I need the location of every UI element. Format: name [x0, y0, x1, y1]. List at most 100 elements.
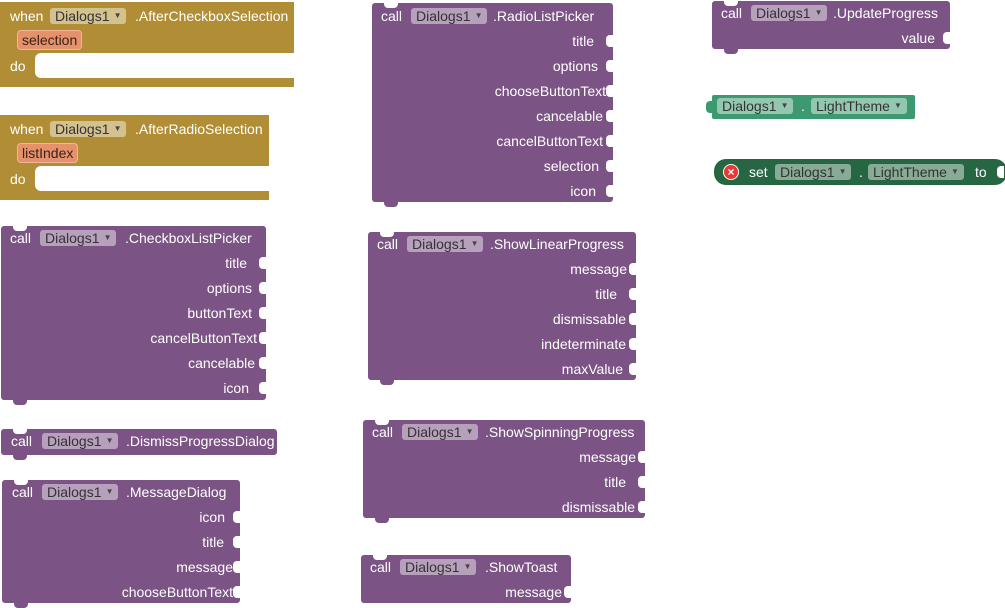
arg-value: value: [901, 30, 935, 46]
getter-light-theme[interactable]: Dialogs1▼ . LightTheme▼: [706, 95, 915, 119]
call-label: call: [372, 424, 394, 440]
arg-selection: selection: [543, 158, 599, 174]
next-connection: [13, 400, 27, 405]
error-icon[interactable]: ×: [723, 164, 739, 180]
input-socket[interactable]: [629, 363, 636, 375]
method-message-dialog[interactable]: call Dialogs1▼ .MessageDialog icon title…: [2, 480, 240, 608]
dropdown-arrow-icon: ▼: [894, 101, 902, 110]
property-dropdown[interactable]: LightTheme▼: [811, 98, 907, 114]
input-socket[interactable]: [997, 166, 1004, 178]
component-dropdown[interactable]: Dialogs1▼: [42, 433, 119, 449]
input-socket[interactable]: [606, 35, 613, 47]
input-socket[interactable]: [629, 263, 636, 275]
input-socket[interactable]: [606, 160, 613, 172]
component-dropdown[interactable]: Dialogs1▼: [411, 8, 488, 24]
input-socket[interactable]: [259, 307, 266, 319]
event-name: .AfterRadioSelection: [135, 121, 263, 137]
arg-cancel-button-text: cancelButtonText: [496, 133, 603, 149]
component-dropdown[interactable]: Dialogs1▼: [50, 8, 127, 24]
component-dropdown[interactable]: Dialogs1▼: [42, 484, 119, 500]
input-socket[interactable]: [259, 282, 266, 294]
arg-message: message: [505, 584, 562, 600]
call-label: call: [11, 433, 33, 449]
input-socket[interactable]: [233, 561, 240, 573]
event-after-radio-selection[interactable]: when Dialogs1▼ .AfterRadioSelection list…: [0, 115, 270, 200]
component-dropdown[interactable]: Dialogs1▼: [751, 5, 828, 21]
method-radio-list-picker[interactable]: call Dialogs1▼ .RadioListPicker title op…: [372, 3, 613, 207]
arg-message: message: [176, 559, 233, 575]
arg-icon: icon: [570, 183, 596, 199]
event-after-checkbox-selection[interactable]: when Dialogs1▼ .AfterCheckboxSelection s…: [0, 2, 295, 87]
arg-choose-button-text: chooseButtonText: [494, 83, 606, 99]
arg-title: title: [572, 33, 594, 49]
previous-connection: [373, 555, 387, 560]
dropdown-arrow-icon: ▼: [951, 167, 959, 176]
input-socket[interactable]: [638, 451, 645, 463]
do-label: do: [10, 171, 26, 187]
component-dropdown[interactable]: Dialogs1▼: [775, 164, 852, 180]
call-label: call: [370, 559, 392, 575]
input-socket[interactable]: [233, 586, 240, 598]
input-socket[interactable]: [259, 332, 266, 344]
input-socket[interactable]: [233, 536, 240, 548]
arg-icon: icon: [223, 380, 249, 396]
dropdown-arrow-icon: ▼: [113, 11, 122, 20]
dropdown-arrow-icon: ▼: [474, 11, 483, 20]
component-dropdown[interactable]: Dialogs1▼: [717, 98, 794, 114]
input-socket[interactable]: [259, 357, 266, 369]
param-selection[interactable]: selection: [17, 30, 83, 50]
arg-options: options: [552, 58, 598, 74]
component-dropdown[interactable]: Dialogs1▼: [402, 424, 479, 440]
do-statement-slot[interactable]: [35, 53, 295, 78]
input-socket[interactable]: [606, 60, 613, 72]
when-label: when: [10, 121, 44, 137]
input-socket[interactable]: [638, 501, 645, 513]
arg-cancel-button-text: cancelButtonText: [150, 330, 257, 346]
arg-cancelable: cancelable: [188, 355, 255, 371]
arg-title: title: [595, 286, 617, 302]
do-statement-slot[interactable]: [35, 166, 270, 191]
call-label: call: [10, 230, 32, 246]
input-socket[interactable]: [638, 476, 645, 488]
input-socket[interactable]: [606, 85, 613, 97]
dropdown-arrow-icon: ▼: [463, 562, 472, 571]
input-socket[interactable]: [629, 338, 636, 350]
component-dropdown[interactable]: Dialogs1▼: [407, 236, 484, 252]
setter-light-theme[interactable]: × set Dialogs1▼ . LightTheme▼ to: [714, 159, 1005, 185]
method-update-progress[interactable]: call Dialogs1▼ .UpdateProgress value: [712, 1, 950, 54]
dropdown-arrow-icon: ▼: [105, 487, 114, 496]
input-socket[interactable]: [564, 586, 571, 598]
input-socket[interactable]: [606, 185, 613, 197]
method-show-toast[interactable]: call Dialogs1▼ .ShowToast message: [361, 555, 571, 603]
input-socket[interactable]: [629, 288, 636, 300]
input-socket[interactable]: [606, 135, 613, 147]
method-show-linear-progress[interactable]: call Dialogs1▼ .ShowLinearProgress messa…: [368, 232, 636, 385]
component-dropdown[interactable]: Dialogs1▼: [400, 559, 477, 575]
previous-connection: [14, 480, 28, 485]
property-dropdown[interactable]: LightTheme▼: [868, 164, 964, 180]
component-dropdown[interactable]: Dialogs1▼: [50, 121, 127, 137]
arg-button-text: buttonText: [187, 305, 252, 321]
input-socket[interactable]: [233, 511, 240, 523]
input-socket[interactable]: [606, 110, 613, 122]
arg-indeterminate: indeterminate: [541, 336, 626, 352]
arg-choose-button-text: chooseButtonText: [121, 584, 233, 600]
input-socket[interactable]: [259, 257, 266, 269]
next-connection: [724, 49, 738, 54]
dot-label: .: [859, 164, 863, 180]
param-list-index[interactable]: listIndex: [17, 143, 79, 163]
previous-connection: [13, 429, 27, 434]
method-name: .MessageDialog: [126, 484, 227, 500]
input-socket[interactable]: [259, 382, 266, 394]
input-socket[interactable]: [629, 313, 636, 325]
method-dismiss-progress-dialog[interactable]: call Dialogs1▼ .DismissProgressDialog: [1, 429, 277, 460]
previous-connection: [724, 1, 738, 6]
component-dropdown[interactable]: Dialogs1▼: [40, 230, 117, 246]
dropdown-arrow-icon: ▼: [470, 239, 479, 248]
dropdown-arrow-icon: ▼: [838, 167, 847, 176]
dropdown-arrow-icon: ▼: [780, 101, 789, 110]
method-show-spinning-progress[interactable]: call Dialogs1▼ .ShowSpinningProgress mes…: [363, 420, 645, 523]
method-checkbox-list-picker[interactable]: call Dialogs1▼ .CheckboxListPicker title…: [1, 226, 266, 405]
next-connection: [13, 455, 27, 460]
input-socket[interactable]: [943, 32, 950, 44]
